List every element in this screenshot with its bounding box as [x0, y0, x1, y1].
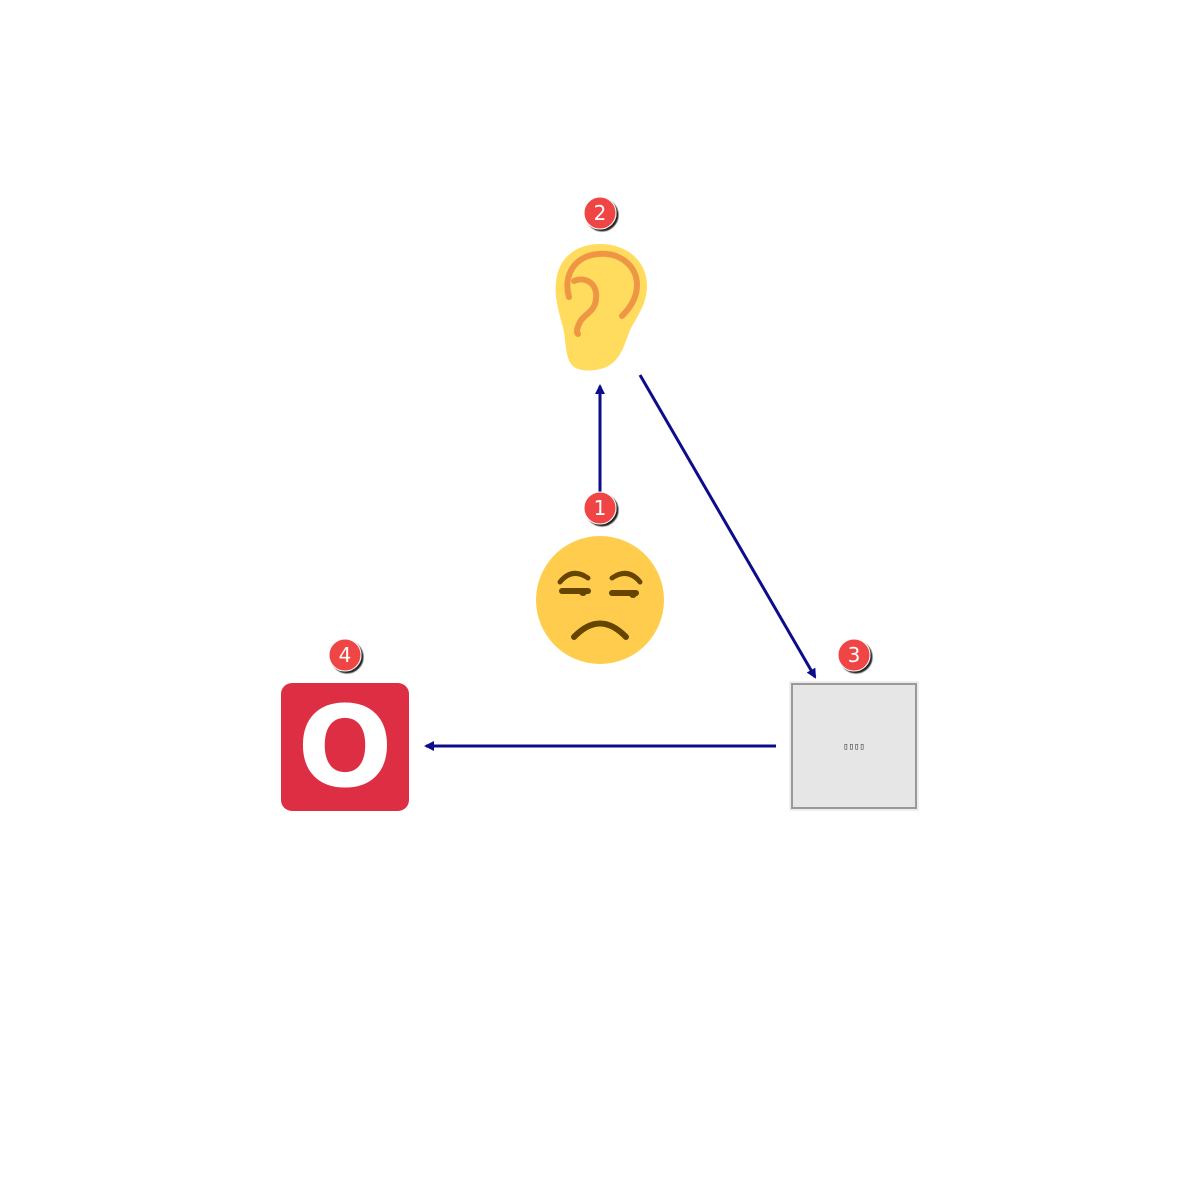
node-o-button: O 4 — [281, 638, 409, 813]
node-unknown-glyph: ▯▯▯▯ 3 — [789, 638, 919, 811]
step-badge-4 — [328, 638, 362, 672]
node-ear: 2 — [555, 196, 648, 371]
missing-glyph-text: ▯▯▯▯ — [843, 742, 865, 752]
unamused-face-icon — [536, 536, 664, 664]
step-badge-2 — [583, 196, 617, 230]
step-badge-1 — [583, 491, 617, 525]
arrow-ear-to-glyph — [638, 374, 817, 679]
node-unamused-face: 1 — [536, 491, 664, 664]
step-badge-1-label: 1 — [594, 496, 607, 520]
o-button-icon — [281, 683, 409, 811]
ear-icon — [555, 244, 648, 371]
step-badge-3-label: 3 — [848, 643, 861, 667]
step-badge-3 — [837, 638, 871, 672]
missing-glyph-icon — [789, 681, 919, 811]
step-badge-4-label: 4 — [339, 643, 352, 667]
step-badge-2-label: 2 — [594, 201, 607, 225]
edges — [424, 374, 817, 751]
o-button-letter: O — [297, 683, 392, 813]
